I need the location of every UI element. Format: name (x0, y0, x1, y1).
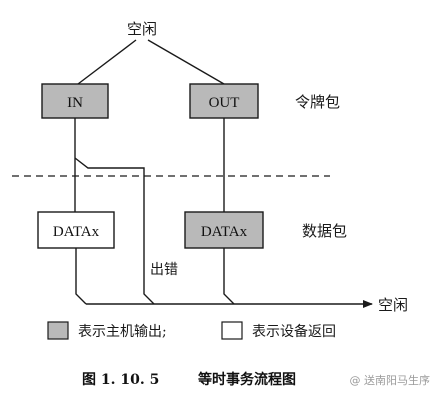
out-token-text: OUT (209, 95, 240, 111)
legend-device-swatch (221, 321, 243, 340)
figure-number: 图 1. 10. 5 (82, 372, 159, 388)
branch-line-to-in (77, 39, 137, 85)
figure-title: 等时事务流程图 (198, 371, 296, 388)
data-box-device-text: DATAx (53, 224, 100, 240)
legend-host-label: 表示主机输出; (78, 324, 167, 340)
idle-end-label: 空闲 (378, 296, 408, 314)
token-packet-label: 令牌包 (295, 93, 340, 111)
legend-host-swatch (47, 321, 69, 340)
idle-start-label: 空闲 (127, 20, 157, 38)
data-box-host (184, 211, 264, 249)
out-token-box (189, 83, 259, 119)
left-data-to-idle-line (75, 248, 87, 305)
branch-line-to-out (147, 39, 225, 85)
watermark-text: @ 送南阳马生序 (350, 373, 431, 387)
right-data-to-idle-line (223, 248, 235, 305)
in-token-box (41, 83, 109, 119)
legend-device-label: 表示设备返回 (252, 323, 336, 340)
data-box-host-text: DATAx (201, 224, 248, 240)
error-bypass-path (74, 157, 155, 305)
in-token-text: IN (67, 95, 83, 111)
data-packet-label: 数据包 (302, 222, 347, 240)
data-box-device (37, 211, 115, 249)
error-label: 出错 (150, 262, 178, 278)
